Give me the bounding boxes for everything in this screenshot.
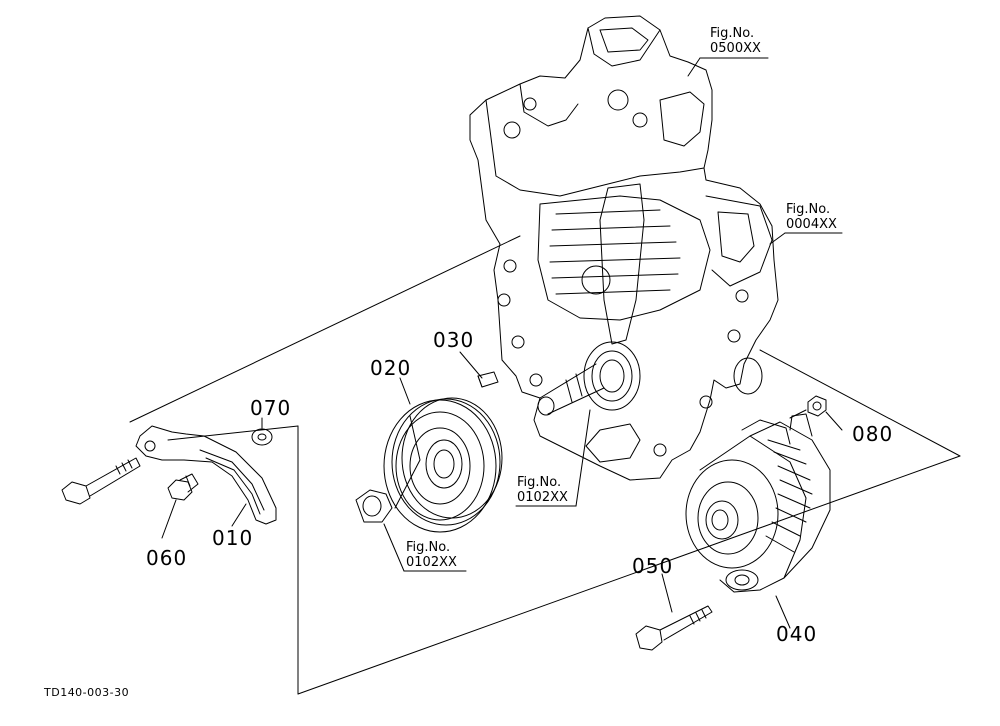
part-label-010: 010 [212, 526, 254, 550]
figure-reference-title: Fig.No. [406, 540, 451, 555]
pulley-nut [356, 490, 392, 522]
figure-reference[interactable]: Fig.No. 0102XX [517, 475, 568, 505]
figure-reference[interactable]: Fig.No. 0102XX [406, 540, 457, 570]
part-label-030: 030 [433, 328, 475, 352]
nut-080 [790, 396, 826, 418]
crank-pulley [384, 398, 502, 532]
figure-reference-title: Fig.No. [710, 26, 755, 41]
diagram-id: TD140-003-30 [44, 686, 130, 699]
part-label-020: 020 [370, 356, 412, 380]
washer-070 [252, 429, 272, 445]
figure-reference-code: 0102XX [517, 490, 568, 505]
figure-reference-code: 0500XX [710, 41, 761, 56]
alternator [686, 414, 830, 592]
figure-reference-title: Fig.No. [517, 475, 562, 490]
bolt-060 [168, 474, 198, 500]
figure-reference[interactable]: Fig.No. 0004XX [786, 202, 837, 232]
figure-reference-code: 0004XX [786, 217, 837, 232]
figure-reference-title: Fig.No. [786, 202, 831, 217]
leader-lines [162, 58, 842, 628]
assembly-frame [130, 236, 960, 694]
bolt-050 [636, 606, 712, 650]
bracket-bolt [62, 458, 140, 504]
part-label-040: 040 [776, 622, 818, 646]
crankshaft-nose [538, 342, 640, 415]
figure-reference-code: 0102XX [406, 555, 457, 570]
part-label-060: 060 [146, 546, 188, 570]
part-label-050: 050 [632, 554, 674, 578]
gear-case [470, 16, 778, 480]
part-label-080: 080 [852, 422, 894, 446]
adjusting-bracket [136, 426, 276, 524]
key [478, 372, 498, 387]
figure-reference[interactable]: Fig.No. 0500XX [710, 26, 761, 56]
part-label-070: 070 [250, 396, 292, 420]
